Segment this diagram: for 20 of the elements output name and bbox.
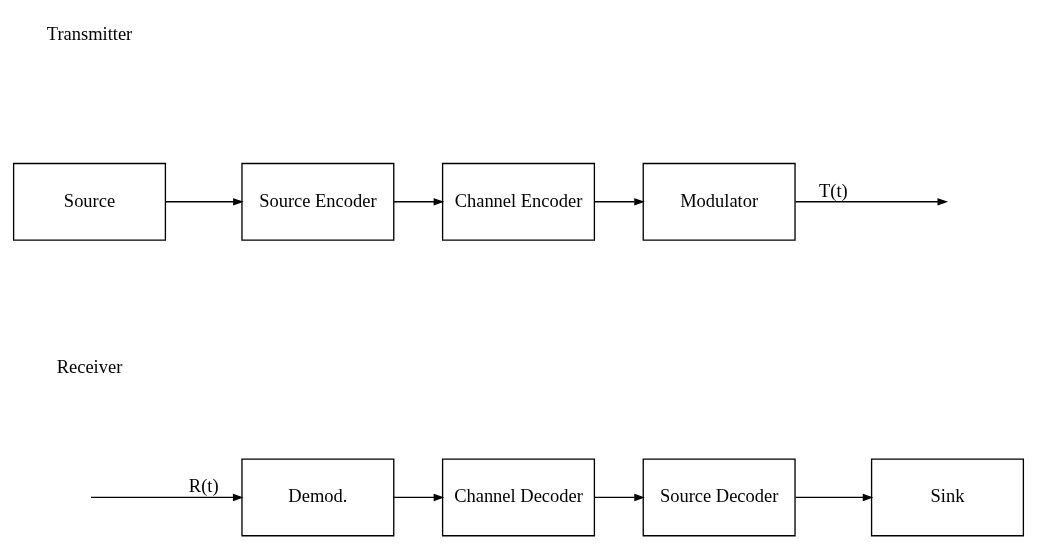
label: Transmitter	[46, 23, 133, 44]
arrow	[393, 197, 445, 205]
arrow	[794, 197, 949, 205]
edge-label: T(t)	[818, 180, 848, 201]
arrow	[594, 197, 645, 205]
arrow	[90, 493, 244, 501]
node-box: Demod.	[241, 458, 395, 536]
node-box: Sink	[870, 458, 1025, 536]
edge-label: R(t)	[188, 475, 219, 496]
node-box: Channel Decoder	[441, 458, 596, 536]
node-box: Source Encoder	[241, 162, 395, 241]
arrow	[794, 493, 874, 501]
node-box: Source	[12, 162, 167, 241]
node-box: Source Decoder	[642, 458, 796, 536]
arrow	[165, 197, 244, 205]
node-box: Channel Encoder	[441, 162, 596, 241]
label: Receiver	[56, 356, 123, 377]
arrow	[594, 493, 645, 501]
node-box: Modulator	[642, 162, 796, 241]
arrow	[393, 493, 445, 501]
